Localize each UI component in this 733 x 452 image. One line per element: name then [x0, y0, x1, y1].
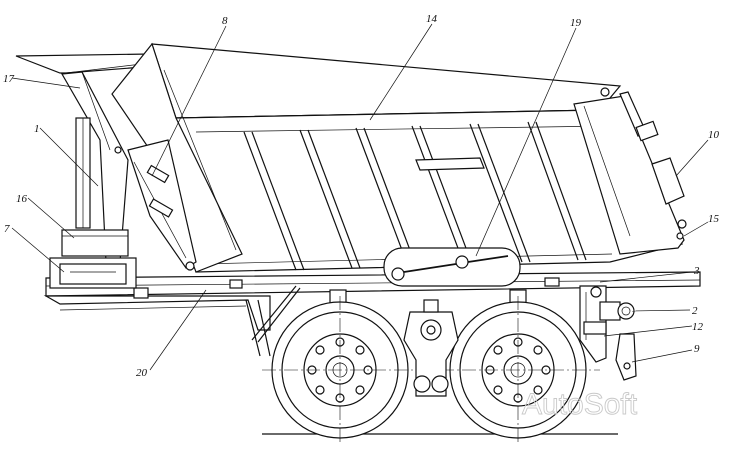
callout-8: 8	[222, 15, 228, 27]
callout-2: 2	[692, 305, 698, 317]
callout-16: 17	[3, 73, 15, 85]
lift-mechanism	[114, 139, 197, 271]
callout-labels: 17 1 16 7 8 14 19 10 15 3 2 12 9 20	[3, 13, 720, 379]
tow-hook	[599, 301, 635, 321]
callout-3: 3	[693, 265, 700, 277]
battery-box	[49, 229, 137, 289]
callout-20: 20	[136, 367, 148, 379]
watermark: AutoSoft	[522, 388, 638, 421]
callout-9: 9	[694, 343, 700, 355]
tailgate	[573, 87, 687, 255]
body-latch	[383, 247, 521, 287]
rear-rear-wheel	[440, 296, 600, 444]
callout-19: 16	[16, 193, 28, 205]
balancer-suspension	[403, 299, 459, 397]
chassis-frame	[43, 271, 701, 357]
callout-12: 12	[692, 321, 704, 333]
front-rear-wheel	[262, 296, 420, 444]
dump-body	[111, 42, 683, 273]
callout-14: 14	[426, 13, 438, 25]
callout-10: 10	[708, 129, 720, 141]
callout-7: 7	[4, 223, 10, 235]
callout-15: 15	[708, 213, 720, 225]
callout-17: 19	[570, 17, 582, 29]
callout-1: 1	[34, 123, 40, 135]
leader-lines	[11, 23, 709, 371]
